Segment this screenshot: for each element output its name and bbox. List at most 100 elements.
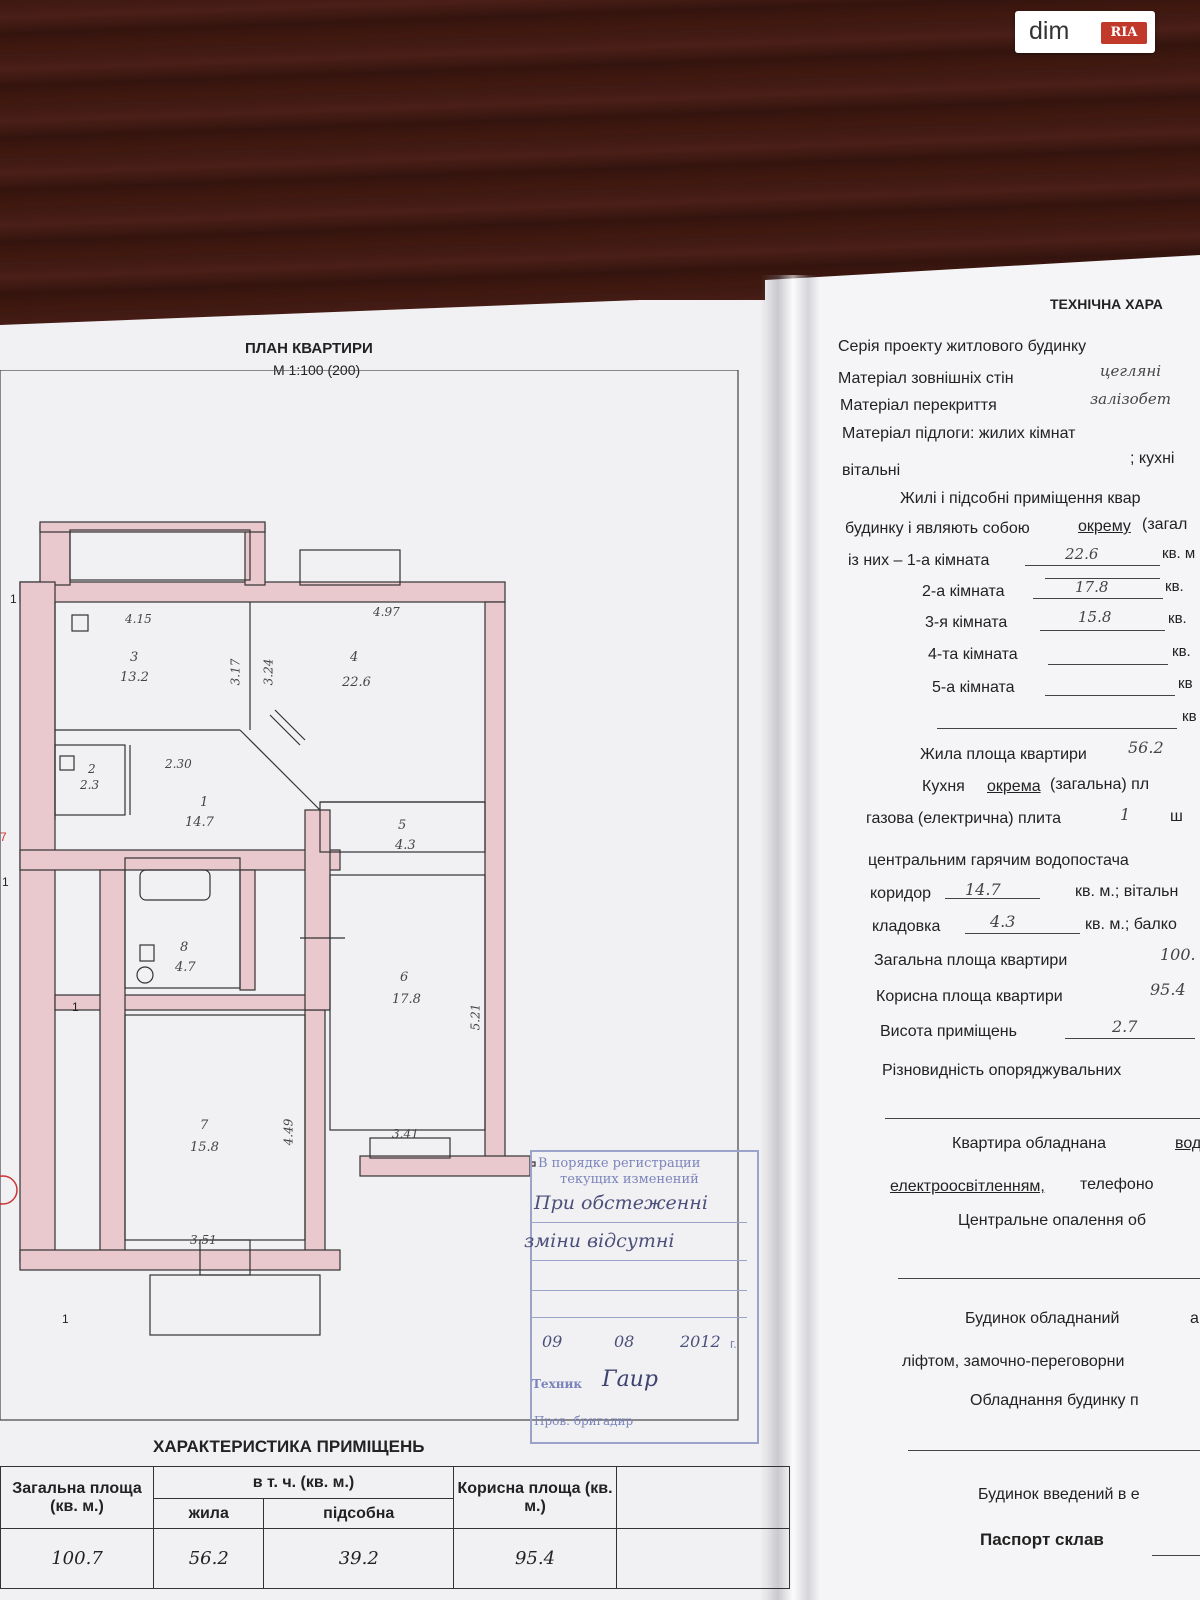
stamp-note-2: зміни відсутні [524,1230,675,1252]
tech-room-5-label: 5-а кімната [932,679,1015,696]
tech-corridor-value: 14.7 [965,880,1001,899]
tech-storage-unit: кв. м.; балко [1085,916,1177,933]
tech-central-heating: Центральне опалення об [958,1212,1147,1229]
room-6-area: 17.8 [392,992,421,1007]
tech-elevator: ліфтом, замочно-переговорни [902,1353,1125,1370]
tech-line-ceiling: Матеріал перекриття [840,397,997,414]
tech-storage-label: кладовка [872,918,941,935]
dim-2-30: 2.30 [165,757,192,771]
tech-line-building-b: окрему [1078,518,1131,535]
dim-4-97: 4.97 [373,605,400,619]
dim-3-51: 3.51 [190,1233,217,1247]
stamp-line-2: текущих изменений [560,1172,699,1187]
room-7-area: 15.8 [190,1140,219,1155]
room-2-number: 2 [88,762,96,776]
stamp-date-month: 08 [614,1332,635,1351]
paper-fold [760,275,820,1600]
tech-room-3-unit: кв. [1168,610,1187,627]
watermark-dim: dim [1029,17,1070,45]
stamp-line-1: В порядке регистрации [538,1156,701,1171]
tech-line-walls: Матеріал зовнішніх стін [838,370,1014,387]
tech-kitchen-b: окрема [987,778,1041,795]
characteristics-title: ХАРАКТЕРИСТИКА ПРИМІЩЕНЬ [153,1437,425,1456]
tech-line-kitchen: ; кухні [1130,450,1175,467]
tech-title: ТЕХНІЧНА ХАРА [1050,296,1163,312]
tech-electric: електроосвітленням, [890,1178,1045,1195]
tech-total-area-value: 100. [1160,945,1196,964]
col-incl-header: в т. ч. (кв. м.) [153,1466,454,1499]
tech-building-equipment: Обладнання будинку п [970,1392,1139,1409]
tech-hot-water: центральним гарячим водопостача [868,852,1129,869]
room-5-number: 5 [398,818,407,833]
room-1-area: 14.7 [185,815,214,830]
walls [19,521,536,1271]
dim-4-15: 4.15 [125,612,152,626]
tech-storage-value: 4.3 [990,912,1016,931]
col-aux-header: підсобна [263,1498,454,1529]
room-2-area: 2.3 [80,778,100,792]
tech-equipped-b: вод [1175,1135,1200,1152]
tech-useful-area-value: 95.4 [1150,980,1186,999]
floor-plan-drawing [0,370,739,1421]
tech-stove-unit: ш [1170,808,1183,825]
axis-marker: 1 [10,592,17,606]
tech-room-2-unit: кв. [1165,578,1184,595]
room-7-number: 7 [200,1118,209,1133]
tech-passport-author: Паспорт склав [980,1530,1104,1549]
tech-line-living-room: вітальні [842,462,901,479]
room-8-area: 4.7 [175,960,196,975]
value-total: 100.7 [0,1528,154,1589]
plan-markers [0,1175,18,1205]
tech-room-1-label: із них – 1-а кімната [848,552,990,569]
tech-useful-area-label: Корисна площа квартири [876,988,1063,1005]
dim-5-21: 5.21 [468,1003,483,1031]
dim-3-24: 3.24 [261,658,276,686]
tech-stove-label: газова (електрична) плита [866,810,1062,827]
interior-partitions [54,529,486,1336]
axis-marker: 1 [62,1312,69,1326]
tech-finishing: Різновидність опоряджувальних [882,1062,1122,1079]
technical-sheet [765,255,1200,1600]
room-1-number: 1 [200,795,209,810]
tech-living-area-label: Жила площа квартири [920,746,1087,763]
axis-marker: 1 [72,1000,79,1014]
tech-living-area-value: 56.2 [1128,738,1164,757]
tech-room-3-value: 15.8 [1078,608,1112,626]
value-empty [616,1528,790,1589]
room-8-number: 8 [180,940,189,955]
dim-4-49: 4.49 [281,1118,296,1146]
stamp-signature: Гаир [602,1367,658,1392]
section-marker: 7 [0,830,7,844]
floor-plan-sheet [0,300,790,1600]
tech-height-value: 2.7 [1112,1017,1138,1036]
axis-marker: 1 [2,875,9,889]
tech-extra-unit: кв [1182,708,1197,725]
tech-room-4-unit: кв. [1172,643,1191,660]
tech-height-label: Висота приміщень [880,1023,1017,1040]
tech-corridor-unit: кв. м.; вітальн [1075,883,1179,900]
tech-room-1-unit: кв. м [1162,545,1196,562]
tech-corridor-label: коридор [870,885,932,902]
dim-3-41: 3.41 [392,1127,419,1141]
tech-room-4-label: 4-та кімната [928,646,1018,663]
registration-stamp: В порядке регистрации текущих изменений … [524,1150,759,1444]
stamp-technician-label: Техник [532,1377,583,1391]
stamp-note-1: При обстеженні [534,1192,708,1214]
value-useful: 95.4 [453,1528,617,1589]
room-3-number: 3 [130,650,139,665]
stamp-date-year: 2012 [680,1332,721,1351]
tech-room-2-value: 17.8 [1075,578,1109,596]
tech-room-1-value: 22.6 [1065,545,1099,563]
col-useful-header: Корисна площа (кв. м.) [453,1466,617,1529]
dim-3-17: 3.17 [228,658,243,686]
watermark-ria: RIA [1101,22,1147,44]
tech-telephone: телефоно [1080,1176,1154,1193]
room-5-area: 4.3 [395,838,416,853]
col-total-header: Загальна площа (кв. м.) [0,1466,154,1529]
tech-commissioned: Будинок введений в е [978,1486,1140,1503]
tech-stove-value: 1 [1120,805,1131,824]
stamp-date-suffix: г. [730,1336,737,1351]
room-4-number: 4 [350,650,359,665]
characteristics-table: Загальна площа (кв. м.) в т. ч. (кв. м.)… [0,1466,790,1589]
stamp-brigadier-label: Пров. бригадир [534,1414,634,1428]
